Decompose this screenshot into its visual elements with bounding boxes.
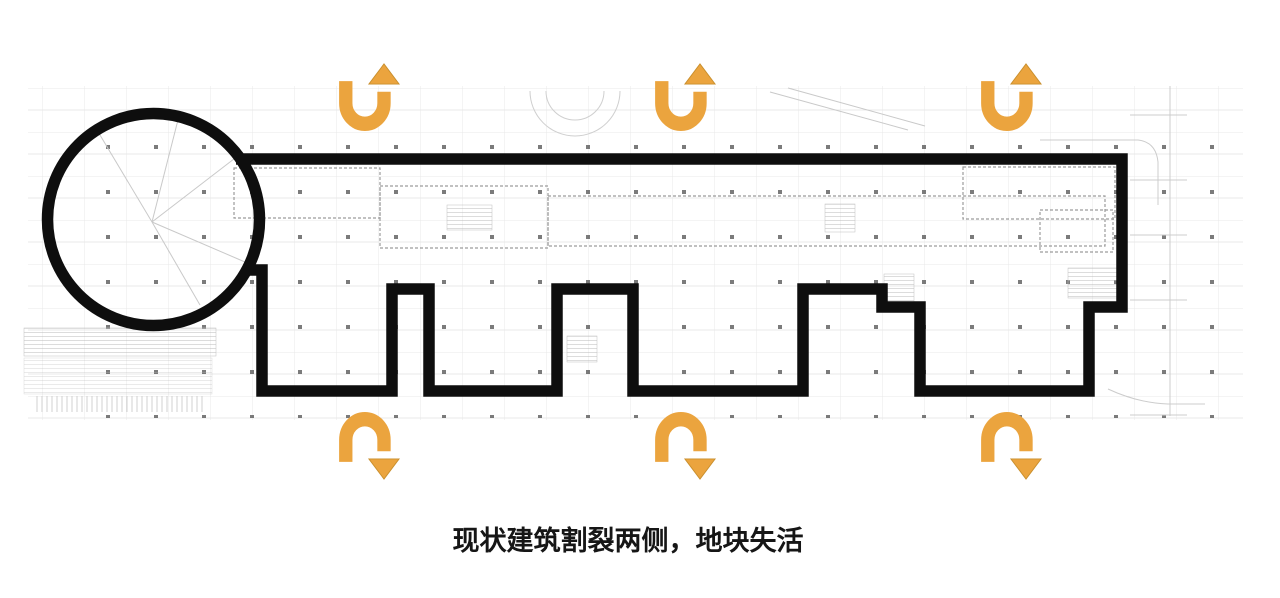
u-turn-down-arrow-icon [978, 411, 1042, 481]
u-turn-down-arrow-icon [652, 411, 716, 481]
building-bar-outline [236, 153, 1128, 397]
caption-text: 现状建筑割裂两侧，地块失活 [452, 526, 804, 556]
u-turn-down-arrow-icon [336, 411, 400, 481]
circular-plaza-outline [41, 107, 266, 332]
u-turn-up-arrow-icon [978, 62, 1042, 132]
u-turn-up-arrow-icon [652, 62, 716, 132]
u-turn-up-arrow-icon [336, 62, 400, 132]
